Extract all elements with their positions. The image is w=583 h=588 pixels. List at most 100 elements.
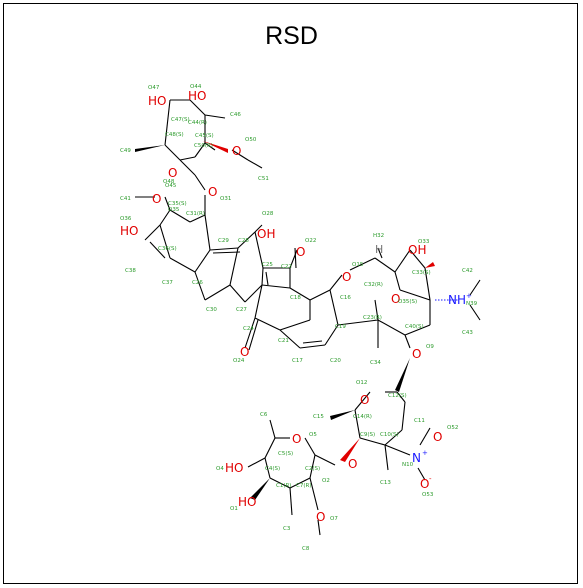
atom-label: O [208, 185, 217, 199]
atom-label: C45(S) [195, 133, 214, 139]
atom-label: O [152, 192, 161, 206]
atom-label: C20 [330, 358, 341, 364]
atom-label: O1 [230, 506, 238, 512]
atom-label: HO [238, 495, 256, 509]
atom-label: C16 [340, 295, 351, 301]
atom-label: O35 [168, 207, 180, 213]
atom-label: C4(S) [265, 466, 280, 472]
atom-label: O33 [418, 239, 430, 245]
atom-label: O2 [322, 478, 330, 484]
atom-label: HO [148, 94, 166, 108]
atom-label: O [240, 345, 249, 359]
atom-label: + [466, 292, 472, 300]
atom-label: O5 [309, 432, 317, 438]
atom-label: O50 [245, 137, 257, 143]
atom-label: C12(S) [388, 393, 407, 399]
bottom-sugar-ring [247, 419, 336, 536]
atom-label: C9(S) [360, 432, 375, 438]
atom-label: H32 [373, 233, 384, 239]
atom-label: C49 [120, 148, 131, 154]
atom-label: C32(R) [364, 282, 383, 288]
atom-label: O [342, 270, 351, 284]
atom-label: O [316, 510, 325, 524]
top-sugar-ring [135, 99, 263, 191]
atom-label: O [433, 430, 442, 444]
atom-label: C27 [236, 307, 247, 313]
atom-label: C6 [260, 412, 268, 418]
atom-label: O [360, 393, 369, 407]
atom-label: C38 [125, 268, 136, 274]
atom-label: O4 [216, 466, 224, 472]
upper-left-ring [135, 195, 241, 273]
right-ring [337, 247, 481, 349]
atom-label: O44 [190, 84, 202, 90]
atom-label: O36 [120, 216, 132, 222]
atom-label: C50(R) [194, 143, 213, 149]
atom-label: C17 [292, 358, 303, 364]
atom-label: OH [257, 227, 275, 241]
atom-label: C10(S) [380, 432, 399, 438]
atom-label: O53 [422, 492, 434, 498]
atom-label: C26 [192, 280, 203, 286]
atom-label: N [412, 451, 421, 465]
atom-label: C18 [290, 295, 301, 301]
atom-label: O12 [356, 380, 367, 386]
atom-label: O24 [233, 358, 245, 364]
lower-ring [330, 358, 431, 481]
atom-label: C21 [278, 338, 289, 344]
atom-label: C1(R) [276, 483, 291, 489]
atom-label: C46 [230, 112, 241, 118]
atom-label: O [391, 292, 400, 306]
atom-label: O [296, 245, 305, 259]
atom-label: C22 [281, 264, 292, 270]
atom-label: C33(S) [412, 270, 431, 276]
atom-label: C15 [313, 414, 324, 420]
atom-label: C3 [283, 526, 291, 532]
atom-label: O47 [148, 85, 160, 91]
atom-label: C42 [462, 268, 473, 274]
atom-label: NH [448, 293, 466, 307]
atom-label: O45 [165, 183, 177, 189]
atom-label: C24 [243, 326, 254, 332]
middle-rings [194, 224, 343, 351]
atom-label: C37 [162, 280, 173, 286]
atom-label: O22 [305, 238, 316, 244]
atom-label: C14(R) [353, 414, 372, 420]
atom-label: O [232, 144, 241, 158]
atom-label: C2(S) [305, 466, 320, 472]
atom-label: N10 [402, 462, 414, 468]
atom-label: O15 [352, 262, 364, 268]
atom-label: C35(S) [168, 201, 187, 207]
atom-label: C29 [218, 238, 229, 244]
diagram-title: RSD [265, 22, 318, 50]
atom-label: C5(S) [278, 451, 293, 457]
atom-label: C44(R) [188, 120, 207, 126]
atom-label: O31 [220, 196, 231, 202]
atom-label: C41 [120, 196, 131, 202]
atom-label: O35(S) [398, 299, 417, 305]
atom-label: C7(R) [296, 483, 311, 489]
atom-label: HO [120, 224, 138, 238]
atom-label: O52 [447, 425, 458, 431]
atom-label: C8 [302, 546, 310, 552]
atom-label: + [422, 449, 428, 457]
atom-label: O [420, 477, 429, 491]
atom-label: HO [225, 461, 243, 475]
atom-label: C51 [258, 176, 269, 182]
atom-label: - [429, 475, 432, 483]
atom-label: C47(S) [171, 117, 190, 123]
atom-label: C34 [370, 360, 381, 366]
atom-label: HO [188, 89, 206, 103]
atom-label: C43 [462, 330, 473, 336]
atom-label: O28 [262, 211, 274, 217]
atom-label: O9 [426, 344, 434, 350]
atom-label: C48(S) [165, 132, 184, 138]
atom-label: C28 [238, 238, 249, 244]
atom-label: O [348, 457, 357, 471]
atom-label: C11 [414, 418, 425, 424]
atom-label: N39 [466, 301, 478, 307]
atom-label: H [375, 243, 383, 256]
atom-label: C40(S) [405, 324, 424, 330]
atom-label: C30 [206, 307, 217, 313]
